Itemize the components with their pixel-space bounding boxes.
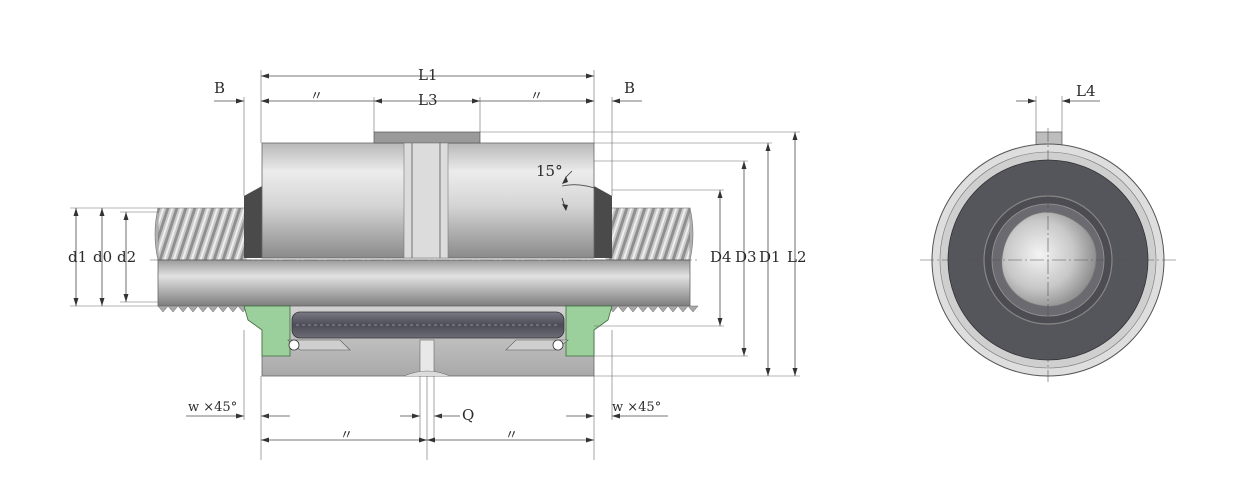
label-D4: D4: [710, 248, 732, 266]
screw-end-right: [689, 207, 694, 261]
screw-thread-right: [605, 207, 691, 261]
screw-thread-left: [157, 207, 247, 261]
screw-end-left: [154, 207, 159, 261]
label-B-right: B: [624, 79, 635, 97]
end-view: [920, 96, 1176, 382]
label-ditto-1: 〃: [310, 89, 323, 104]
label-L2: L2: [787, 248, 807, 266]
label-ditto-3: 〃: [340, 428, 353, 443]
label-L4: L4: [1076, 82, 1096, 100]
label-D3: D3: [735, 248, 757, 266]
seal-section-left: [243, 305, 291, 357]
label-D1: D1: [759, 248, 781, 266]
label-angle: 15°: [536, 162, 563, 180]
label-d2: d2: [117, 248, 136, 266]
oil-hole: [419, 339, 435, 377]
label-chamfer-right: w ×45°: [612, 400, 661, 415]
label-d0: d0: [93, 248, 112, 266]
label-L3: L3: [418, 91, 438, 109]
label-ditto-4: 〃: [505, 428, 518, 443]
dimension-labels: L1 L3 B B 〃 〃 〃 〃 15° D4 D3 D1 L2 d1 d0 …: [68, 66, 1096, 443]
side-view: [150, 131, 700, 377]
center-groove: [403, 142, 449, 259]
label-d1: d1: [68, 248, 87, 266]
seal-right: [594, 186, 612, 258]
key: [373, 131, 481, 144]
label-chamfer-left: w ×45°: [188, 400, 237, 415]
seal-left: [244, 186, 262, 258]
label-Q: Q: [462, 406, 474, 424]
dimensions: [70, 70, 800, 460]
screw-shaft: [157, 259, 691, 307]
seal-section-right: [565, 305, 613, 357]
screw-end-face: [1001, 211, 1097, 307]
label-ditto-2: 〃: [530, 89, 543, 104]
label-B-left: B: [214, 79, 225, 97]
label-L1: L1: [418, 66, 438, 84]
